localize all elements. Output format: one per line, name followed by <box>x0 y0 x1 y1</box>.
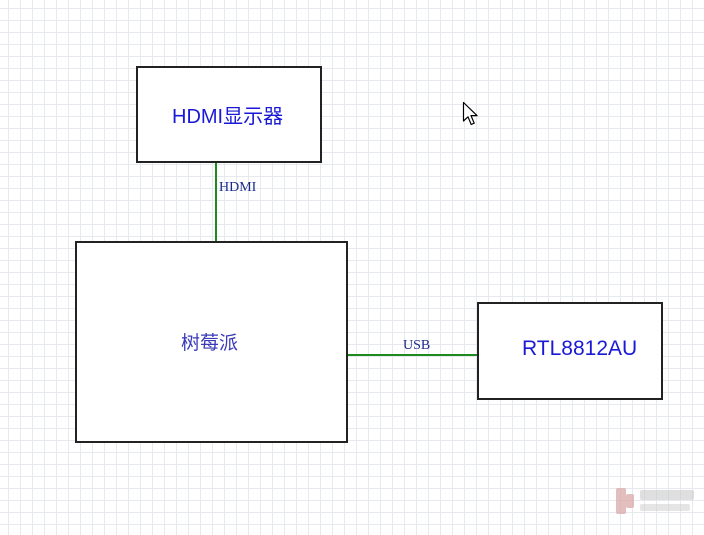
mouse-pointer-icon <box>462 101 478 126</box>
hdmi-edge-label: HDMI <box>219 180 257 195</box>
hdmi-connector-line[interactable] <box>215 163 217 241</box>
rtl8812au-label: RTL8812AU <box>522 337 638 360</box>
hdmi-display-node[interactable] <box>136 66 322 163</box>
logo-icon <box>616 488 694 514</box>
rtl8812au-node[interactable] <box>477 302 663 400</box>
raspberry-pi-label: 树莓派 <box>181 332 239 354</box>
usb-connector-line[interactable] <box>348 354 477 356</box>
usb-edge-label: USB <box>403 338 431 353</box>
raspberry-pi-node[interactable] <box>75 241 348 443</box>
hdmi-display-label: HDMI显示器 <box>172 106 284 128</box>
